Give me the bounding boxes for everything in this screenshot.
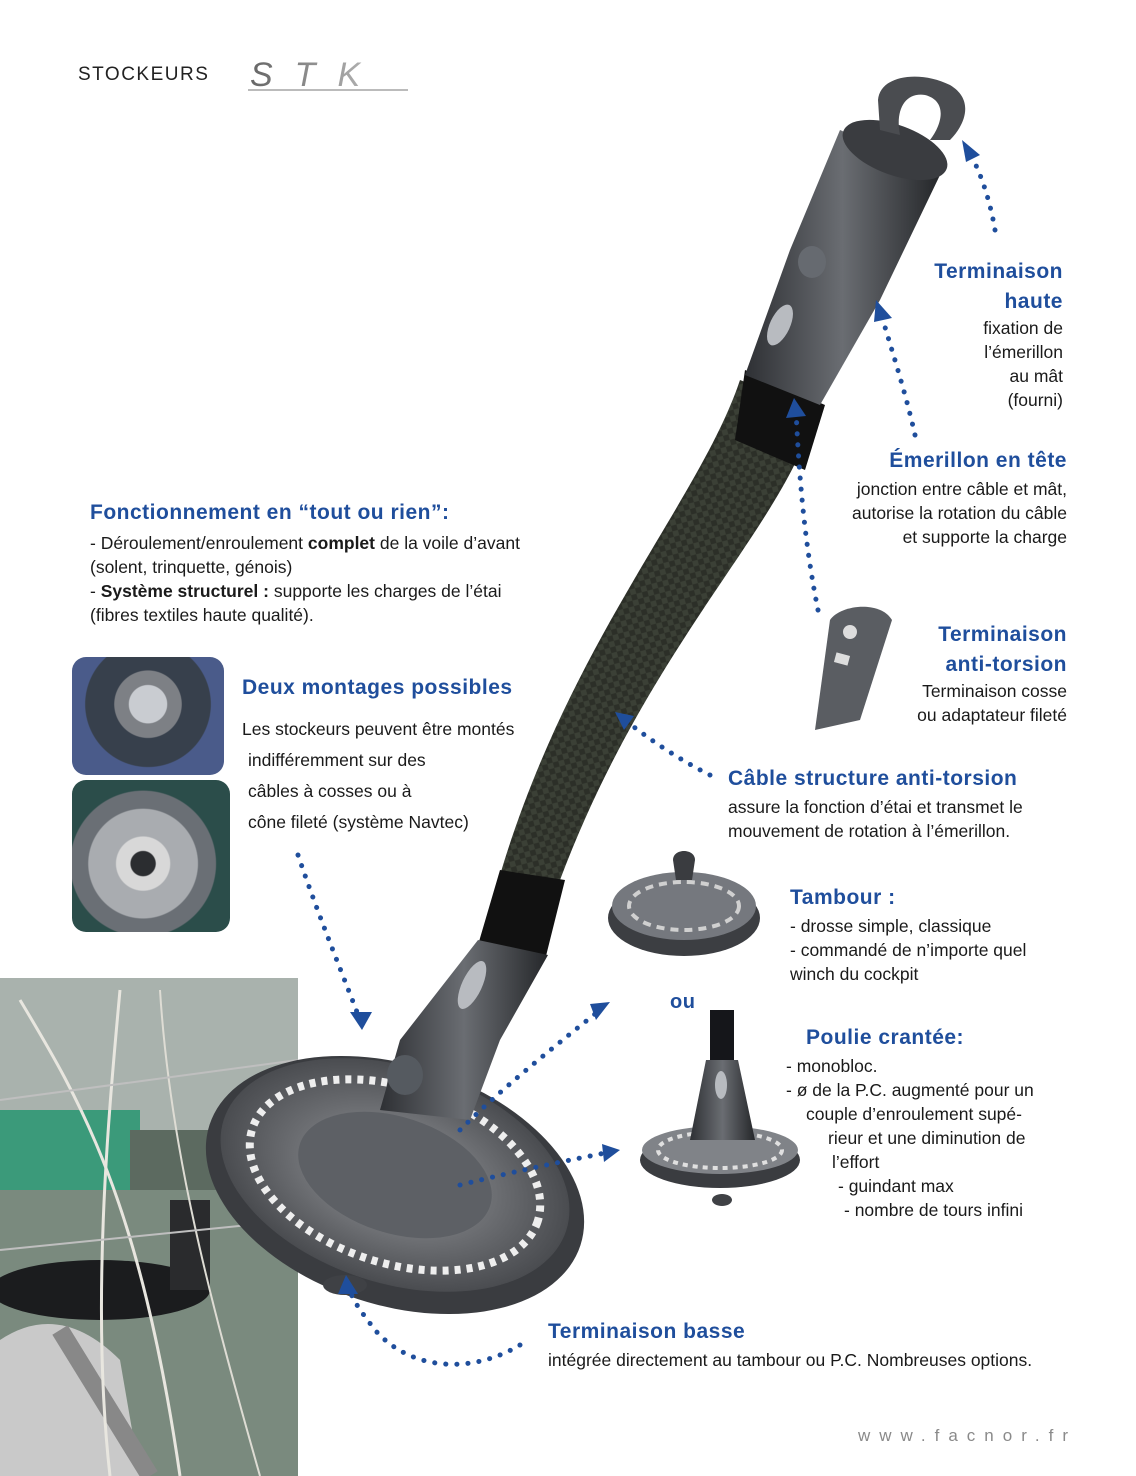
photo-cable-thimble [72,780,230,932]
poulie-graphic [640,1010,800,1206]
anti-torsion-line: Terminaison cosse [922,681,1067,701]
montages-line: indifféremment sur des [248,750,426,770]
upper-terminal [745,130,940,405]
montages-line: Les stockeurs peuvent être montés [242,719,515,739]
term-haute-title-2: haute [1004,290,1063,313]
emerillon-line: jonction entre câble et mât, [856,479,1067,499]
term-haute-title-1: Terminaison [934,260,1063,283]
tambour-block: Tambour : - drosse simple, classique - c… [790,886,1075,986]
anti-torsion-part [815,606,892,730]
emerillon-block: Émerillon en tête jonction entre câble e… [747,449,1067,549]
montages-block: Deux montages possibles Les stockeurs pe… [242,676,572,838]
anti-torsion-line: ou adaptateur fileté [917,705,1067,725]
term-haute-line: au mât [1009,366,1064,386]
fonctionnement-line-4: (fibres textiles haute qualité). [90,605,314,625]
tambour-graphic [608,851,760,956]
lower-sleeve [478,870,565,960]
anti-torsion-block: Terminaison anti-torsion Terminaison cos… [807,623,1067,727]
term-haute-line: fixation de [983,318,1063,338]
upper-sleeve [735,370,825,470]
fonctionnement-title: Fonctionnement en “tout ou rien”: [90,501,450,524]
term-basse-line: intégrée directement au tambour ou P.C. … [548,1350,1033,1370]
poulie-line: - monobloc. [786,1056,878,1076]
anti-torsion-title-1: Terminaison [938,623,1067,646]
emerillon-line: autorise la rotation du câble [852,503,1067,523]
poulie-line: - nombre de tours infini [844,1200,1023,1220]
ou-label: ou [670,991,696,1013]
footer-url: www.facnor.fr [858,1426,1078,1445]
fonctionnement-line-2: (solent, trinquette, génois) [90,557,293,577]
term-haute-line: l’émerillon [984,342,1063,362]
poulie-line: - guindant max [838,1176,954,1196]
montages-line: câbles à cosses ou à [248,781,412,801]
poulie-line: - ø de la P.C. augmenté pour un [786,1080,1034,1100]
fonctionnement-line-3: - Système structurel : supporte les char… [90,581,502,601]
deck-photo [0,978,299,1476]
tambour-line: - commandé de n’importe quel [790,940,1027,960]
stk-logo: STK [248,58,408,94]
emerillon-title: Émerillon en tête [889,449,1067,472]
tambour-title: Tambour : [790,886,896,909]
emerillon-line: et supporte la charge [902,527,1067,547]
cable-block: Câble structure anti-torsion assure la f… [728,767,1108,843]
poulie-title: Poulie crantée: [806,1026,965,1049]
fonctionnement-block: Fonctionnement en “tout ou rien”: - Déro… [90,501,610,627]
tambour-line: - drosse simple, classique [790,916,992,936]
anti-torsion-title-2: anti-torsion [945,653,1067,676]
cable-line: assure la fonction d’étai et transmet le [728,797,1023,817]
section-label: STOCKEURS [78,64,210,85]
cable-title: Câble structure anti-torsion [728,767,1018,790]
fonctionnement-line-1: - Déroulement/enroulement complet de la … [90,533,520,553]
cable-line: mouvement de rotation à l’émerillon. [728,821,1011,841]
poulie-line: couple d’enroulement supé- [806,1104,1022,1124]
poulie-line: l’effort [832,1152,880,1172]
tambour-line: winch du cockpit [790,964,919,984]
term-basse-block: Terminaison basse intégrée directement a… [548,1320,1108,1372]
montages-title: Deux montages possibles [242,676,513,699]
montages-line: cône fileté (système Navtec) [248,812,469,832]
photo-threaded-cone [72,657,224,775]
cable-graphic [500,380,815,880]
poulie-line: rieur et une diminution de [828,1128,1026,1148]
poulie-block: Poulie crantée: - monobloc. - ø de la P.… [786,1026,1076,1222]
lower-drum-graphic [205,1055,585,1315]
term-haute-block: Terminaison haute fixation de l’émerillo… [803,260,1063,412]
logo-text: STK [250,58,382,94]
arrow-heads [338,140,980,1294]
term-haute-line: (fourni) [1007,390,1063,410]
term-basse-title: Terminaison basse [548,1320,746,1343]
